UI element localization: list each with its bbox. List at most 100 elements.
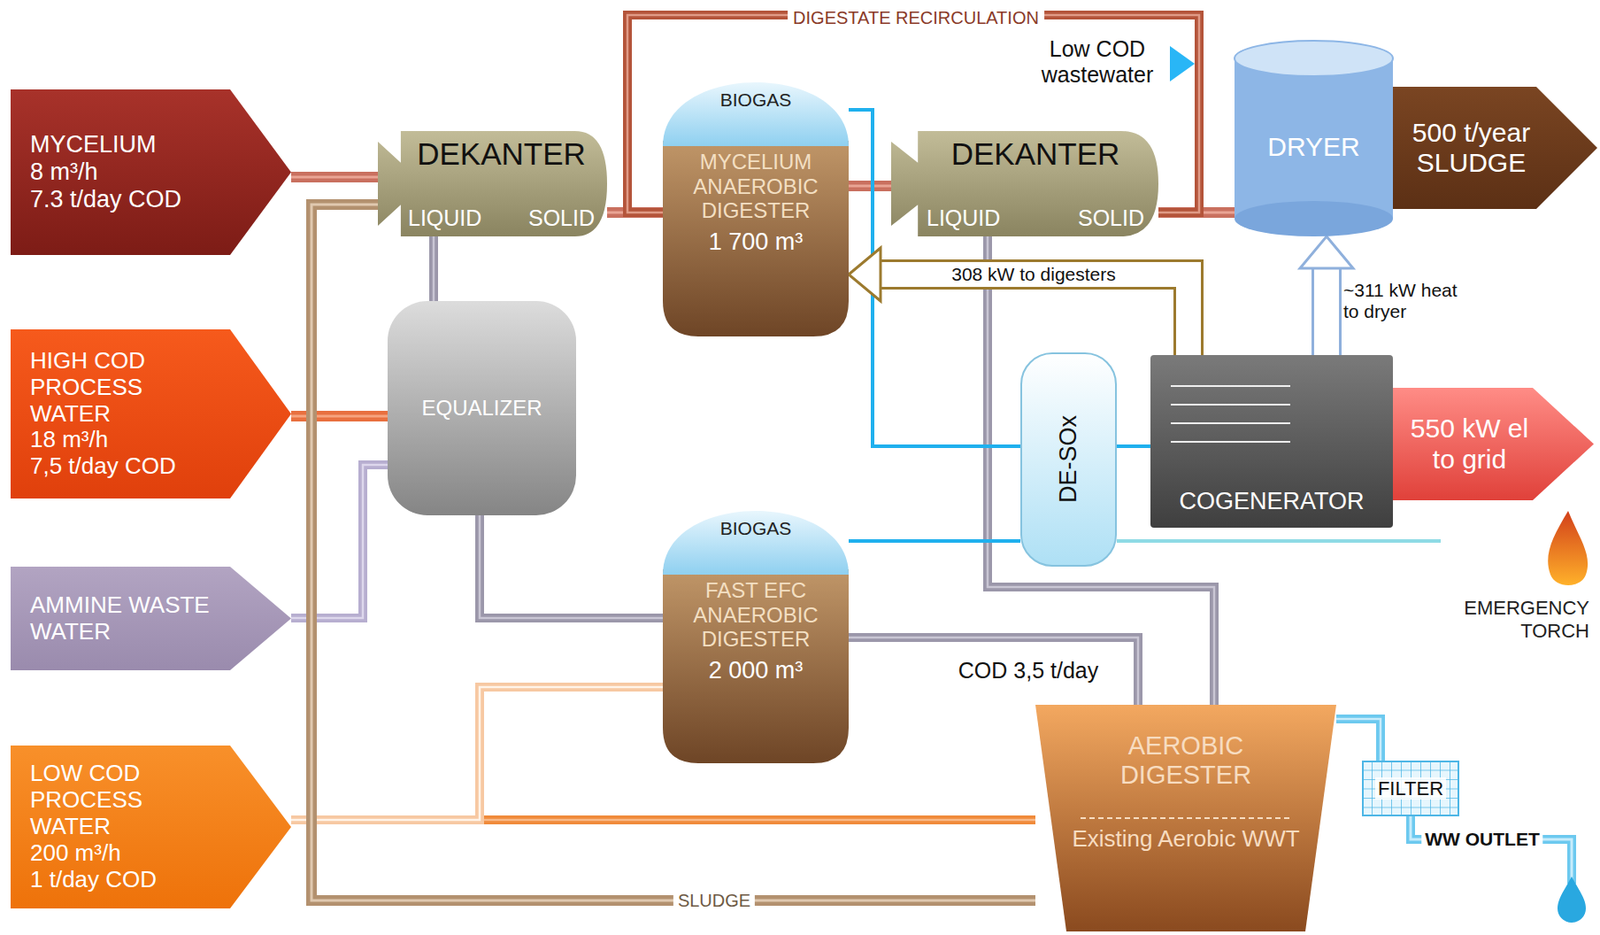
node-detail: 7.3 t/day COD — [30, 185, 221, 214]
pipe-line — [291, 464, 388, 618]
outlet-pipe — [1410, 815, 1572, 884]
pipe-highlight — [432, 236, 436, 301]
node-title: 500 t/year SLUDGE — [1407, 117, 1536, 179]
decanter: DEKANTER LIQUIDSOLID — [891, 130, 1159, 237]
node-title: DEKANTER — [926, 136, 1145, 172]
pipe-connector — [479, 515, 663, 618]
dryer-cylinder: DRYER — [1234, 40, 1393, 237]
node-title: FILTER — [1375, 776, 1447, 800]
pipe-highlight — [848, 637, 1139, 705]
desulfurizer: DE-SOx — [1020, 352, 1117, 567]
node-detail: 2 000 m³ — [708, 656, 804, 685]
pipe-line — [848, 180, 892, 192]
pipe-highlight — [291, 176, 378, 179]
pipe-highlight — [1336, 718, 1381, 761]
node-detail: 8 m³/h — [30, 158, 221, 186]
decanter: DEKANTER LIQUIDSOLID — [377, 130, 608, 237]
pipe-line — [1116, 538, 1441, 543]
node-title: EMERGENCY TORCH — [1456, 596, 1590, 642]
node-title: AEROBIC DIGESTER — [1084, 730, 1288, 791]
node-title: BIOGAS — [720, 89, 793, 111]
pipe-connector — [291, 686, 663, 820]
node-detail: 1 700 m³ — [708, 228, 804, 256]
pipe-connector — [1116, 540, 1441, 542]
filter-unit: FILTER — [1361, 760, 1460, 816]
node-title: 550 kW el to grid — [1405, 413, 1534, 475]
node-title: MYCELIUM — [30, 130, 221, 159]
node-title: HIGH COD PROCESS WATER — [30, 347, 221, 428]
outlet-label: WW OUTLET — [1421, 828, 1543, 850]
pipe-connector — [848, 637, 1139, 705]
edge-label: ~311 kW heat to dryer — [1343, 279, 1468, 323]
pipe-connector — [433, 236, 435, 301]
pipe-line — [1116, 444, 1151, 448]
pipe-line — [848, 637, 1139, 705]
edge-label: SLUDGE — [673, 890, 755, 911]
node-detail: Existing Aerobic WWT — [1071, 825, 1300, 853]
input-arrow: AMMINE WASTE WATER — [10, 566, 292, 670]
pipe-highlight — [479, 515, 663, 618]
pipe-highlight — [291, 415, 388, 418]
pipe-connector — [848, 185, 892, 187]
edge-label: DIGESTATE RECIRCULATION — [787, 7, 1045, 29]
node-title: DRYER — [1267, 131, 1360, 163]
input-arrow: HIGH COD PROCESS WATER18 m³/h7,5 t/day C… — [10, 329, 292, 499]
output-arrow: 500 t/year SLUDGE — [1392, 86, 1598, 209]
pipe-connector — [848, 247, 1189, 355]
pipe-line — [1336, 718, 1381, 761]
pipe-line — [291, 686, 663, 820]
node-title: BIOGAS — [720, 517, 793, 539]
aerobic-basin: AEROBIC DIGESTER Existing Aerobic WWT — [1035, 704, 1337, 931]
heat-pipe — [879, 274, 1189, 355]
output-arrow: 550 kW el to grid — [1392, 387, 1594, 500]
emergency-torch: EMERGENCY TORCH — [1440, 510, 1593, 646]
node-detail: 200 m³/h — [30, 839, 221, 867]
arrow-head — [1300, 236, 1354, 269]
digester-tank: BIOGAS MYCELIUM ANAEROBIC DIGESTER 1 700 m… — [662, 66, 849, 337]
node-detail: SOLID — [1035, 205, 1145, 231]
pipe-line — [291, 410, 388, 422]
node-title: LOW COD PROCESS WATER — [30, 760, 221, 840]
heat-pipe — [1311, 267, 1342, 355]
digester-tank: BIOGAS FAST EFC ANAEROBIC DIGESTER 2 000 m… — [662, 494, 849, 763]
node-title: EQUALIZER — [421, 395, 542, 421]
pipe-connector — [291, 176, 378, 178]
edge-label: 308 kW to digesters — [947, 263, 1120, 285]
pipe-connector — [291, 464, 388, 618]
node-detail: FAST EFC ANAEROBIC DIGESTER — [671, 577, 840, 652]
edge-label: COD 3,5 t/day — [958, 657, 1099, 684]
pipe-highlight — [848, 184, 892, 188]
node-detail: 7,5 t/day COD — [30, 453, 221, 480]
node-detail: SOLID — [501, 205, 596, 231]
heat-pipe-inner — [1314, 267, 1339, 355]
pipe-line — [848, 538, 1021, 543]
node-title: AMMINE WASTE WATER — [30, 592, 213, 646]
outlet-pipe-highlight — [1410, 815, 1572, 884]
pipe-connector — [848, 540, 1021, 542]
input-arrow: LOW COD PROCESS WATER200 m³/h1 t/day COD — [10, 745, 292, 908]
pipe-connector — [291, 415, 388, 417]
pipe-line — [291, 171, 378, 183]
node-title: DE-SOx — [1054, 415, 1083, 503]
node-detail: MYCELIUM ANAEROBIC DIGESTER — [671, 149, 840, 224]
arrow-head — [848, 247, 881, 301]
pipe-highlight — [291, 464, 388, 618]
input-arrow: MYCELIUM8 m³/h7.3 t/day COD — [10, 89, 292, 255]
pipe-connector — [1116, 446, 1151, 447]
pipe-connector — [1336, 718, 1381, 761]
node-detail: 1 t/day COD — [30, 866, 221, 893]
pipe-line — [479, 515, 663, 618]
pipe-highlight — [291, 686, 663, 820]
node-title: COGENERATOR — [1178, 487, 1364, 516]
node-detail: 18 m³/h — [30, 426, 221, 454]
pipe-line — [429, 236, 439, 301]
node-detail: LIQUID — [407, 205, 502, 231]
flow-note: Low COD wastewater — [1038, 36, 1158, 88]
cogenerator-unit: COGENERATOR — [1150, 354, 1393, 528]
node-detail: LIQUID — [926, 205, 1036, 231]
heat-pipe-inner — [879, 274, 1189, 355]
water-drop — [1557, 876, 1586, 923]
flow-marker — [1169, 46, 1195, 82]
node-title: DEKANTER — [407, 136, 595, 172]
